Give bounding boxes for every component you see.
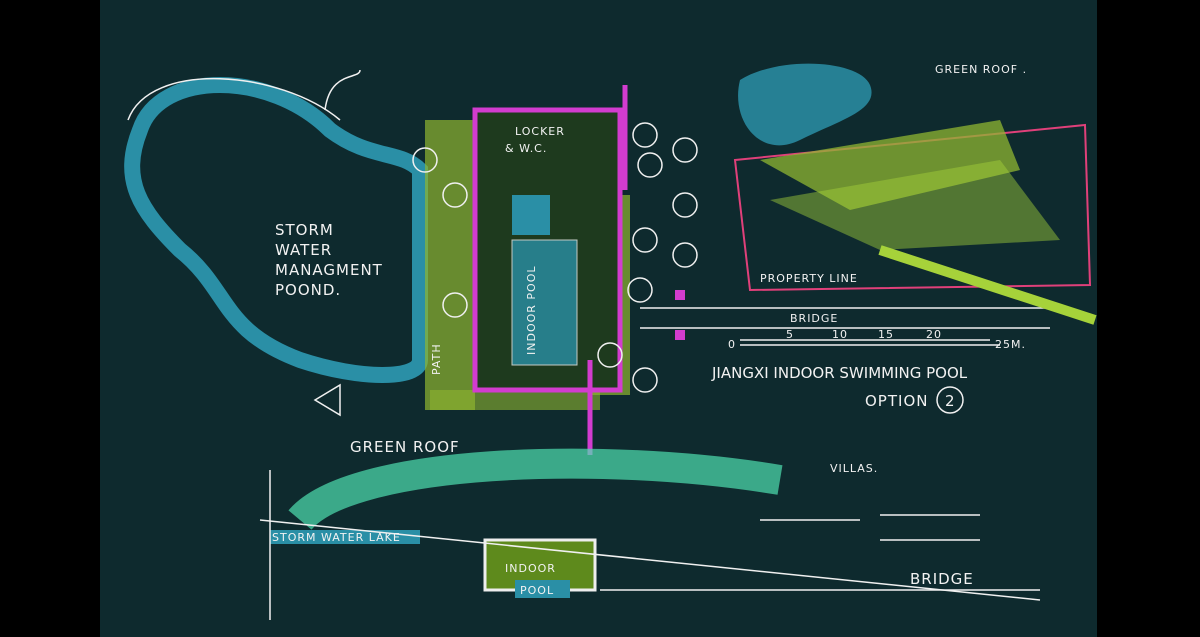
- section-pool-label: POOL: [520, 584, 554, 597]
- scale-label-25: 25M.: [995, 338, 1026, 351]
- option-number: 2: [945, 392, 956, 410]
- architectural-sketch: STORM WATER MANAGMENT POOND. LOCKER & W.…: [100, 0, 1097, 637]
- scale-label-0: 0: [728, 338, 736, 351]
- pool-small: [512, 195, 550, 235]
- section-green-roof: [288, 448, 783, 531]
- sketch-drawing: STORM WATER MANAGMENT POOND. LOCKER & W.…: [124, 63, 1097, 620]
- storm-water-lake-label: STORM WATER LAKE: [272, 531, 401, 544]
- option-circle: [936, 386, 964, 414]
- arrow-left-icon: [313, 383, 341, 417]
- plan-bridge-label: BRIDGE: [790, 312, 838, 325]
- section-bridge-label: BRIDGE: [910, 570, 974, 588]
- scale-label-15: 15: [878, 328, 894, 341]
- perspective-pond: [738, 63, 872, 146]
- indoor-pool: [511, 239, 578, 366]
- storm-water-pond: [124, 77, 428, 383]
- storm-water-lake: [270, 530, 420, 544]
- perspective-green-roof-label: GREEN ROOF .: [935, 63, 1027, 76]
- section-green-roof-label: GREEN ROOF: [350, 438, 460, 456]
- section-indoor-label: INDOOR: [505, 562, 556, 575]
- pond-label-4: POOND.: [275, 281, 341, 299]
- pond-label-3: MANAGMENT: [275, 261, 383, 279]
- drawing-title: JIANGXI INDOOR SWIMMING POOL: [711, 364, 968, 382]
- scale-label-20: 20: [926, 328, 942, 341]
- pond-label-2: WATER: [275, 241, 332, 259]
- trees: [412, 122, 698, 393]
- wc-label: & W.C.: [505, 142, 547, 155]
- locker-label: LOCKER: [515, 125, 565, 138]
- option-label: OPTION: [865, 392, 928, 410]
- indoor-pool-label: INDOOR POOL: [525, 266, 538, 355]
- property-line-label: PROPERTY LINE: [760, 272, 858, 285]
- path-label: PATH: [430, 343, 443, 375]
- villas-label: VILLAS.: [830, 462, 878, 475]
- scale-label-5: 5: [786, 328, 794, 341]
- pond-label-1: STORM: [275, 221, 334, 239]
- scale-label-10: 10: [832, 328, 848, 341]
- arrow-up-icon: [324, 69, 361, 111]
- scale-bar: 0 5 10 15 20 25M.: [728, 328, 1026, 351]
